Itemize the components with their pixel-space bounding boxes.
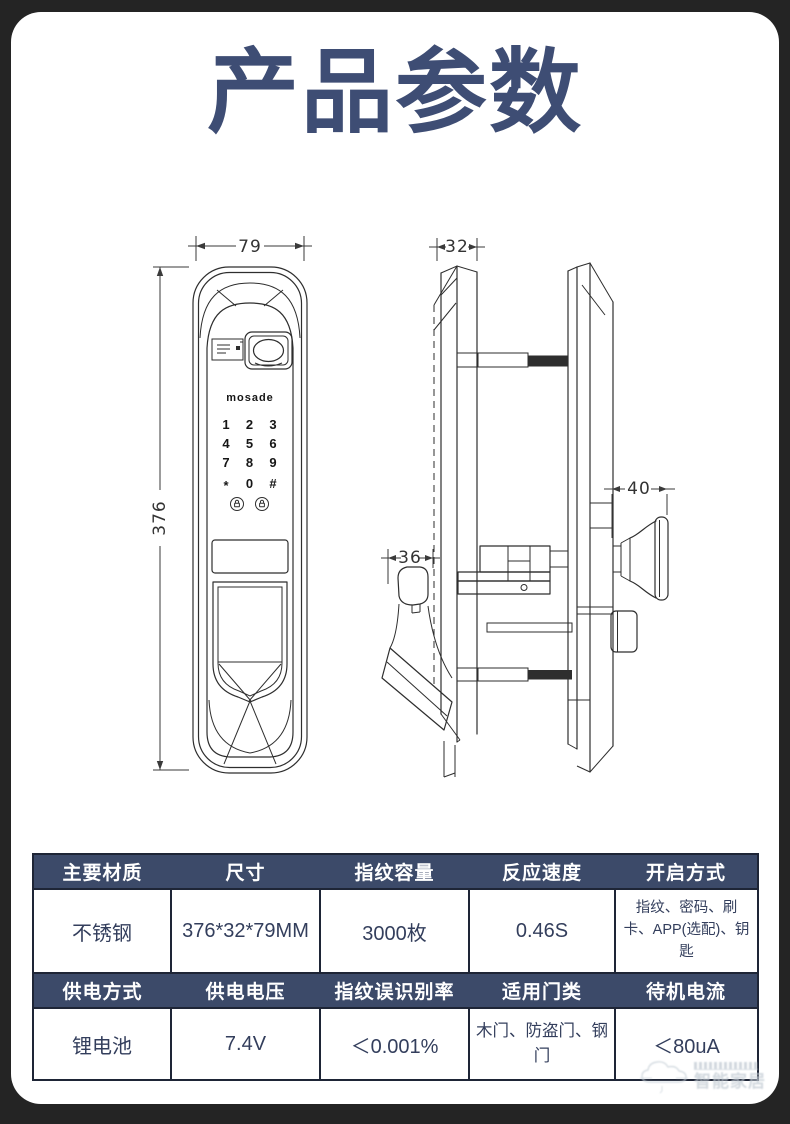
dim-label-40: 40 bbox=[627, 479, 651, 499]
keypad: 1 2 3 4 5 6 7 8 9 * 0 # bbox=[222, 417, 277, 493]
mounting-screw-top bbox=[456, 352, 568, 368]
table-value-row-2: 锂电池 7.4V ＜0.001% 木门、防盗门、钢门 ＜80uA bbox=[32, 1007, 759, 1081]
value-size: 376*32*79MM bbox=[170, 888, 321, 974]
handle-recess bbox=[208, 581, 292, 765]
side-back-plate bbox=[567, 262, 614, 773]
lock-technical-drawing: mosade 1 2 3 4 5 6 7 8 9 * 0 # bbox=[150, 236, 675, 778]
value-unlock-methods: 指纹、密码、刷卡、APP(选配)、钥匙 bbox=[614, 888, 759, 974]
header-standby-current: 待机电流 bbox=[615, 972, 759, 1009]
value-door-types: 木门、防盗门、钢门 bbox=[468, 1007, 616, 1081]
dim-label-32: 32 bbox=[445, 237, 469, 257]
thumb-turn bbox=[610, 610, 638, 653]
side-view: 32 36 40 bbox=[381, 237, 675, 778]
keypad-key: * bbox=[223, 478, 229, 493]
keypad-key: 2 bbox=[246, 417, 253, 432]
table-header-row-1: 主要材质 尺寸 指纹容量 反应速度 开启方式 bbox=[32, 853, 759, 890]
header-power-type: 供电方式 bbox=[32, 972, 171, 1009]
value-standby-current: ＜80uA bbox=[614, 1007, 759, 1081]
value-voltage: 7.4V bbox=[170, 1007, 321, 1081]
keypad-key: 6 bbox=[269, 436, 276, 451]
pull-handle bbox=[381, 566, 453, 731]
dimension-front-height: 376 bbox=[150, 266, 189, 771]
header-response-speed: 反应速度 bbox=[469, 853, 615, 890]
keypad-key: 7 bbox=[222, 455, 229, 470]
page-title: 产品参数 bbox=[206, 42, 583, 144]
header-unlock-methods: 开启方式 bbox=[615, 853, 759, 890]
front-view: mosade 1 2 3 4 5 6 7 8 9 * 0 # bbox=[150, 236, 312, 774]
keypad-key: 8 bbox=[246, 455, 253, 470]
lock-icon bbox=[230, 497, 244, 511]
value-material: 不锈钢 bbox=[32, 888, 172, 974]
keypad-key: 3 bbox=[269, 417, 276, 432]
header-fingerprint-capacity: 指纹容量 bbox=[320, 853, 469, 890]
dim-label-79: 79 bbox=[238, 237, 262, 257]
value-false-accept-rate: ＜0.001% bbox=[319, 1007, 470, 1081]
dimension-front-width: 79 bbox=[188, 236, 312, 261]
battery-cover bbox=[211, 539, 289, 574]
dimension-body-depth: 32 bbox=[429, 237, 485, 261]
header-material: 主要材质 bbox=[32, 853, 171, 890]
spec-table: 主要材质 尺寸 指纹容量 反应速度 开启方式 不锈钢 376*32*79MM 3… bbox=[32, 853, 759, 1081]
header-door-types: 适用门类 bbox=[469, 972, 615, 1009]
keypad-key: 0 bbox=[246, 476, 253, 491]
header-size: 尺寸 bbox=[171, 853, 320, 890]
dim-label-376: 376 bbox=[150, 500, 170, 535]
keypad-key: # bbox=[269, 476, 277, 491]
table-value-row-1: 不锈钢 376*32*79MM 3000枚 0.46S 指纹、密码、刷卡、APP… bbox=[32, 888, 759, 974]
dim-label-36: 36 bbox=[398, 548, 422, 568]
value-fingerprint-capacity: 3000枚 bbox=[319, 888, 470, 974]
value-response-speed: 0.46S bbox=[468, 888, 616, 974]
table-header-row-2: 供电方式 供电电压 指纹误识别率 适用门类 待机电流 bbox=[32, 972, 759, 1009]
value-power-type: 锂电池 bbox=[32, 1007, 172, 1081]
rear-knob bbox=[613, 516, 669, 601]
mounting-screw-bottom bbox=[456, 667, 572, 682]
card-reader bbox=[211, 338, 244, 361]
header-false-accept-rate: 指纹误识别率 bbox=[320, 972, 469, 1009]
dimension-handle-depth: 36 bbox=[381, 548, 440, 584]
header-voltage: 供电电压 bbox=[171, 972, 320, 1009]
unlock-icon bbox=[255, 497, 269, 511]
fingerprint-reader-icon bbox=[244, 331, 293, 370]
keypad-key: 1 bbox=[222, 417, 229, 432]
keypad-key: 4 bbox=[222, 436, 230, 451]
dimension-knob-depth: 40 bbox=[604, 479, 675, 538]
keypad-key: 9 bbox=[269, 455, 276, 470]
brand-label: mosade bbox=[226, 392, 274, 404]
lock-cylinder bbox=[457, 545, 568, 595]
side-front-plate bbox=[433, 265, 478, 778]
keypad-key: 5 bbox=[246, 436, 253, 451]
cross-bar bbox=[486, 622, 573, 633]
